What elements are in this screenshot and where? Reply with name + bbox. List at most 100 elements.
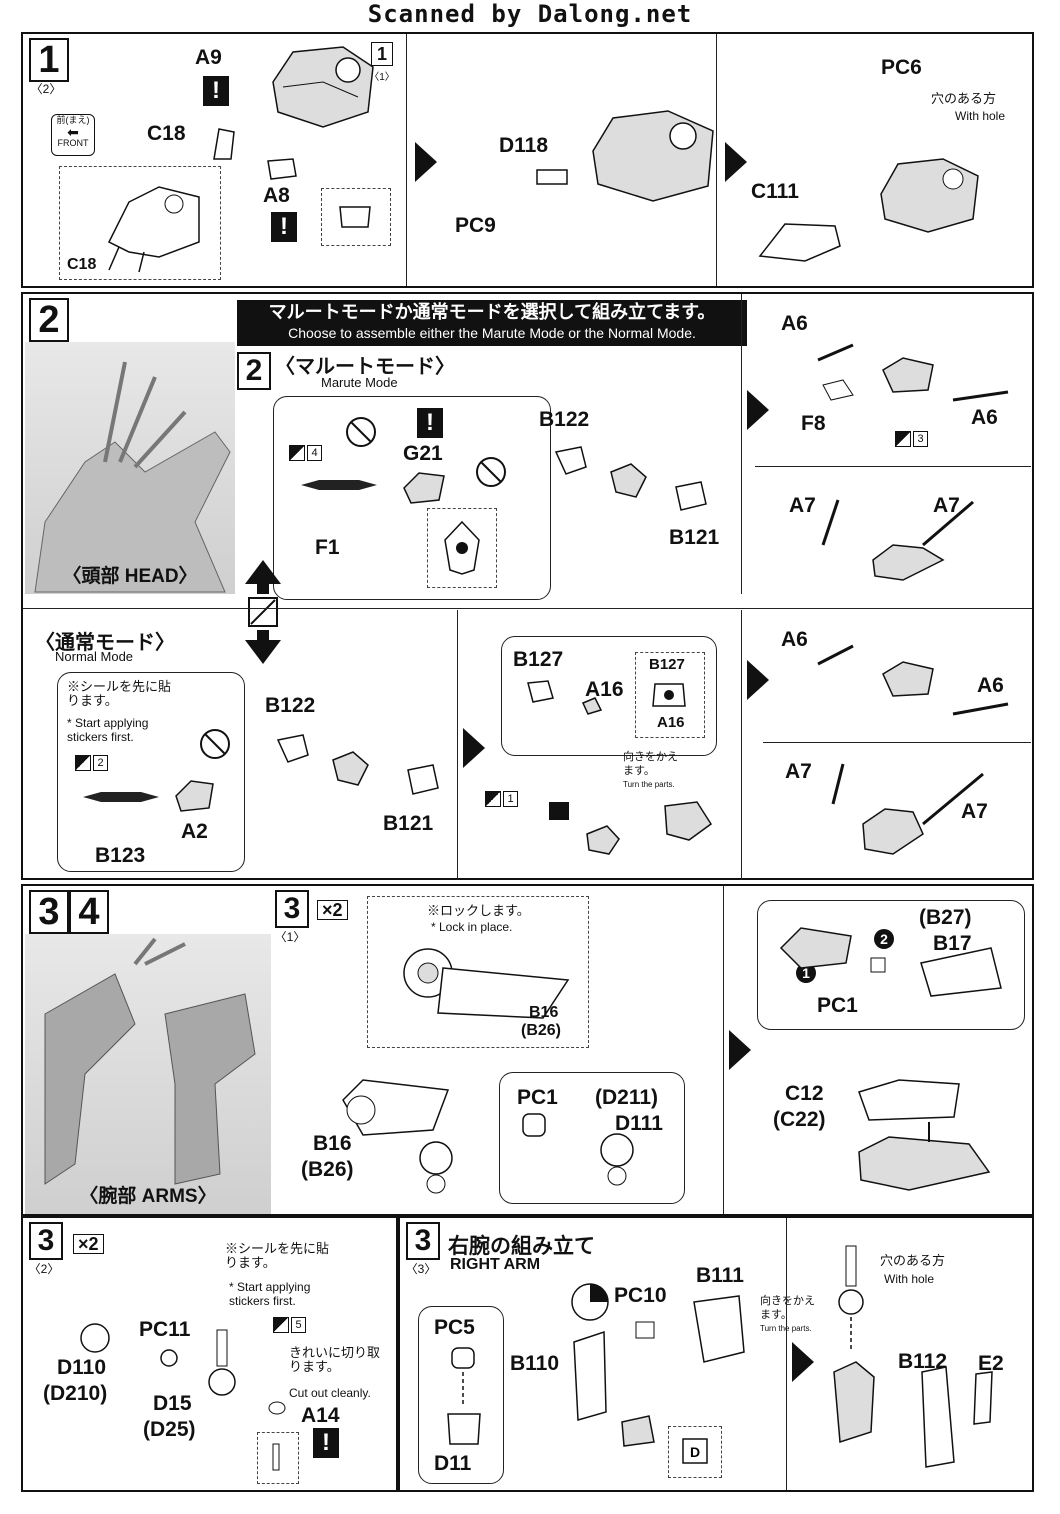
part-b122: B122 [539,408,590,431]
divider [723,886,724,1214]
sticker-number: 3 [913,431,928,447]
sticker-5: 5 [273,1316,307,1334]
part-c111: C111 [751,180,799,203]
part-pc9: PC9 [455,214,496,237]
sticker-2: 2 [75,754,109,772]
a2-illustration [175,780,214,812]
head-photo-caption: 〈頭部 HEAD〉 [62,566,198,587]
step34-section: 3 4 〈腕部 ARMS〉 3 〈1〉 ×2 ※ロックします。 * Lock i… [21,884,1034,1216]
cut-note-en: Cut out cleanly. [289,1386,371,1400]
a14-detail-illustration [272,1443,280,1471]
mode-switch-icon [245,560,281,664]
part-b121: B121 [669,526,720,549]
ref-step-number: 1 [371,42,393,66]
lock-note-jp: ※ロックします。 [427,903,530,918]
sticker-3: 3 [895,430,929,448]
sticker-icon [273,1317,289,1333]
front-en: FRONT [57,138,89,148]
hole-note-en: With hole [884,1272,935,1286]
d118-illustration [536,169,568,185]
sticker-note-en: * Start applying stickers first. [229,1280,311,1308]
part-pc11: PC11 [139,1318,191,1341]
lock-note-en: * Lock in place. [431,920,513,934]
part-d11: D11 [434,1452,472,1475]
part-f8: F8 [801,412,826,435]
next-arrow-icon [747,390,769,430]
arms-photo: 〈腕部 ARMS〉 [25,934,271,1214]
step-number-4: 4 [69,890,109,934]
face-ref-illustration [652,683,686,707]
part-a6: A6 [977,674,1004,697]
banner-jp: マルートモードか通常モードを選択して組み立てます。 [268,302,716,322]
joint-assembly-illustration [779,927,1002,997]
sticker-note-jp: ※シールを先に貼ります。 [225,1241,330,1270]
next-arrow-icon [747,660,769,700]
marute-title-jp: 〈マルートモード〉 [275,356,455,378]
marute-sticker-illustration [301,480,377,490]
pc5-illustration [447,1347,481,1445]
divider [23,608,1032,609]
part-b26-main: (B26) [301,1158,354,1181]
part-a8-illustration [267,158,297,180]
scan-credit: Scanned by Dalong.net [367,0,693,28]
part-a2: A2 [181,820,208,843]
divider [741,294,742,594]
divider [741,610,742,880]
part-b16-main: B16 [313,1132,352,1155]
normal-title-en: Normal Mode [55,649,134,664]
step-number: 3 [29,1222,63,1260]
right-arm-final-illustration [833,1245,993,1468]
turn-note-en: Turn the parts. [760,1324,812,1333]
part-b27: (B27) [919,906,972,929]
caution-icon: ! [313,1428,339,1458]
caution-icon: ! [417,408,443,438]
order-1-label: 1 [802,965,810,981]
detail-letter: D [690,1444,700,1460]
sticker-number: 2 [93,755,108,771]
normal-head-assembly-illustration [549,801,713,855]
part-b17: B17 [933,932,972,955]
turn-note-jp: 向きをかえます。 [760,1295,815,1321]
sticker-number: 4 [307,445,322,461]
part-c12: C12 [785,1082,824,1105]
hole-note-en: With hole [955,109,1006,123]
part-b26: (B26) [521,1022,562,1039]
face-illustration [527,680,603,715]
step-sub: 〈2〉 [28,1262,60,1276]
ref-step-sub: 〈1〉 [369,72,395,83]
normal-sticker-illustration [83,792,159,802]
part-a6: A6 [781,312,808,335]
normal-sticker-detail [57,672,245,872]
front-arrow-icon: ⬅ [67,124,79,140]
part-d210: (D210) [43,1382,108,1405]
step2-section: 2 〈頭部 HEAD〉 マルートモードか通常モードを選択して組み立てます。 Ch… [21,292,1034,880]
part-c22: (C22) [773,1108,826,1131]
next-arrow-icon [415,142,437,182]
part-a6: A6 [781,628,808,651]
step-sub: 〈3〉 [405,1262,437,1276]
normal-face-parts-illustration [276,734,439,795]
head-final-illustration [880,158,979,233]
marute-title-en: Marute Mode [321,375,398,390]
part-a7: A7 [785,760,812,783]
part-a7: A7 [789,494,816,517]
sticker-4: 4 [289,444,323,462]
front-indicator: 前(まえ) ⬅ FRONT [51,114,95,156]
pc5-detail [418,1306,504,1484]
sticker-number: 1 [503,791,518,807]
normal-head-horns-illustration [817,644,1009,716]
part-pc1-joint: PC1 [817,994,858,1017]
sticker-note-jp: ※シールを先に貼ります。 [67,679,172,708]
detail-a8-illustration [339,206,371,228]
part-a16-ref: A16 [657,714,685,731]
arms-photo-caption: 〈腕部 ARMS〉 [79,1186,217,1207]
head-photo: 〈頭部 HEAD〉 [25,342,235,594]
part-pc10: PC10 [614,1284,667,1307]
part-b127: B127 [513,648,564,671]
sticker-icon [485,791,501,807]
step-sub: 〈2〉 [30,82,62,96]
times-2: ×2 [73,1234,104,1254]
forearm-armor-illustration [573,1295,745,1447]
next-arrow-icon [729,1030,751,1070]
step-number: 1 [29,38,69,82]
